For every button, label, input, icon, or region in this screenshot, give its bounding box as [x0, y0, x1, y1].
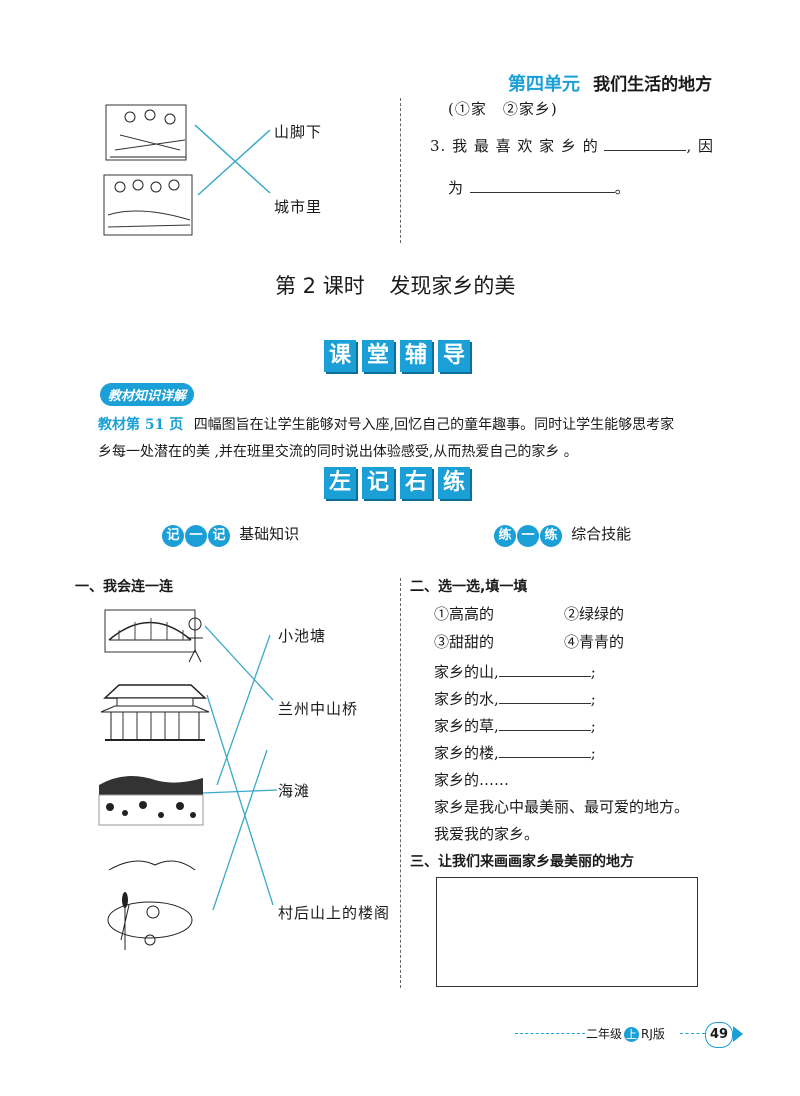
lianyilian-char-3: 练 [540, 525, 562, 547]
q2-fill-end-3: ; [590, 717, 596, 735]
q1-title: 一、我会连一连 [75, 579, 173, 595]
label-haitan: 海滩 [278, 782, 311, 800]
section-left-label: 基础知识 [239, 525, 300, 543]
drawing-box[interactable] [436, 877, 698, 987]
label-chengshili: 城市里 [274, 198, 323, 216]
q2-fill-row-1: 家乡的山,; [434, 661, 596, 682]
q2-fill-label-3: 家乡的草, [434, 717, 499, 735]
question-3-line1: 3. 我 最 喜 欢 家 乡 的 , 因 [430, 135, 714, 156]
q2-fill-label-4: 家乡的楼, [434, 744, 499, 762]
q2-more: 家乡的…… [434, 771, 510, 789]
q2-option-3: ③甜甜的 [434, 633, 495, 651]
q2-fill-end-1: ; [590, 663, 596, 681]
footer-dash-right [680, 1033, 705, 1034]
q2-option-1: ①高高的 [434, 605, 495, 623]
question-3-line2: 为 。 [448, 177, 631, 198]
q2-blank-1[interactable] [498, 662, 591, 677]
bridge-illustration [104, 609, 203, 663]
lesson-name: 发现家乡的美 [389, 274, 516, 298]
knowledge-text-1: 四幅图旨在让学生能够对号入座,回忆自己的童年趣事。同时让学生能够思考家 [193, 417, 675, 433]
q3-mid: , 因 [686, 137, 715, 155]
jiyiji-char-2: 一 [185, 525, 207, 547]
banner1-char-4: 导 [438, 340, 470, 372]
q2-blank-3[interactable] [498, 716, 591, 731]
section-jiyiji: 记一记 基础知识 [162, 523, 299, 547]
banner-ketang-fudao: 课堂辅导 [324, 340, 476, 372]
banner2-char-2: 记 [362, 467, 394, 499]
arrow-right-icon [733, 1026, 743, 1042]
q2-fill-row-2: 家乡的水,; [434, 688, 596, 709]
label-shanjiaoxia: 山脚下 [274, 123, 323, 141]
beach-illustration [98, 776, 204, 826]
knowledge-paragraph: 教材第 51 页 四幅图旨在让学生能够对号入座,回忆自己的童年趣事。同时让学生能… [98, 414, 738, 461]
jiyiji-char-1: 记 [162, 525, 184, 547]
q1-matching-area [98, 609, 278, 950]
q3-blank-2[interactable] [469, 178, 615, 193]
jiyiji-char-3: 记 [208, 525, 230, 547]
q3-end: 。 [614, 179, 631, 197]
q2-fill-row-3: 家乡的草,; [434, 715, 596, 736]
q2-fill-row-4: 家乡的楼,; [434, 742, 596, 763]
lianyilian-char-1: 练 [494, 525, 516, 547]
q2-line-b: 我爱我的家乡。 [434, 825, 540, 843]
q2-option-4: ④青青的 [564, 633, 625, 651]
section-lianyilian: 练一练 综合技能 [494, 523, 631, 547]
banner1-char-1: 课 [324, 340, 356, 372]
section-right-label: 综合技能 [571, 525, 632, 543]
banner1-char-3: 辅 [400, 340, 432, 372]
bottom-divider [400, 578, 401, 988]
q2-blank-2[interactable] [498, 689, 591, 704]
label-xiaochitang: 小池塘 [278, 627, 327, 645]
pond-illustration [107, 860, 196, 950]
kids-illustration-1 [105, 104, 187, 161]
footer-grade-text: 二年级 [586, 1027, 623, 1041]
knowledge-pill-label: 教材知识详解 [100, 383, 195, 406]
footer-dash-left [515, 1033, 585, 1034]
banner2-char-3: 右 [400, 467, 432, 499]
q2-fill-label-2: 家乡的水, [434, 690, 499, 708]
pavilion-illustration [100, 684, 210, 741]
knowledge-pill: 教材知识详解 [100, 383, 195, 406]
label-zhongshanqiao: 兰州中山桥 [278, 700, 359, 718]
q3-blank-1[interactable] [604, 136, 687, 151]
lesson-title: 第 2 课时 发现家乡的美 [275, 270, 515, 300]
top-matching-lines [103, 104, 271, 236]
footer-edition: RJ版 [641, 1027, 665, 1041]
banner-zuoji-youlian: 左记右练 [324, 467, 476, 499]
q2-fill-label-1: 家乡的山, [434, 663, 499, 681]
q2-fill-end-2: ; [590, 690, 596, 708]
q3-line2-prefix: 为 [448, 179, 465, 197]
unit-label: 第四单元 [508, 74, 580, 95]
label-louge: 村后山上的楼阁 [278, 904, 391, 922]
banner1-char-2: 堂 [362, 340, 394, 372]
q3-title: 三、让我们来画画家乡最美丽的地方 [410, 854, 634, 870]
q2-fill-end-4: ; [590, 744, 596, 762]
footer-term: 上 [624, 1027, 640, 1042]
knowledge-line-2: 乡每一处潜在的美 ,并在班里交流的同时说出体验感受,从而热爱自己的家乡 。 [98, 444, 578, 460]
banner2-char-1: 左 [324, 467, 356, 499]
banner2-char-4: 练 [438, 467, 470, 499]
page-number: 49 [705, 1022, 733, 1048]
q3-prefix: 3. 我 最 喜 欢 家 乡 的 [430, 137, 599, 155]
q2-blank-4[interactable] [498, 743, 591, 758]
options-jia: (①家 ②家乡) [448, 100, 558, 118]
lianyilian-char-2: 一 [517, 525, 539, 547]
page-reference: 教材第 51 页 [98, 417, 184, 433]
knowledge-line-1: 教材第 51 页 四幅图旨在让学生能够对号入座,回忆自己的童年趣事。同时让学生能… [98, 414, 738, 434]
lesson-number: 第 2 课时 [275, 274, 365, 298]
top-divider [400, 98, 401, 243]
page-header: 第四单元 我们生活的地方 [508, 70, 712, 96]
unit-title: 我们生活的地方 [593, 75, 713, 95]
kids-illustration-2 [103, 174, 193, 236]
q2-option-2: ②绿绿的 [564, 605, 625, 623]
q2-line-a: 家乡是我心中最美丽、最可爱的地方。 [434, 798, 690, 816]
q2-title: 二、选一选,填一填 [410, 579, 528, 595]
